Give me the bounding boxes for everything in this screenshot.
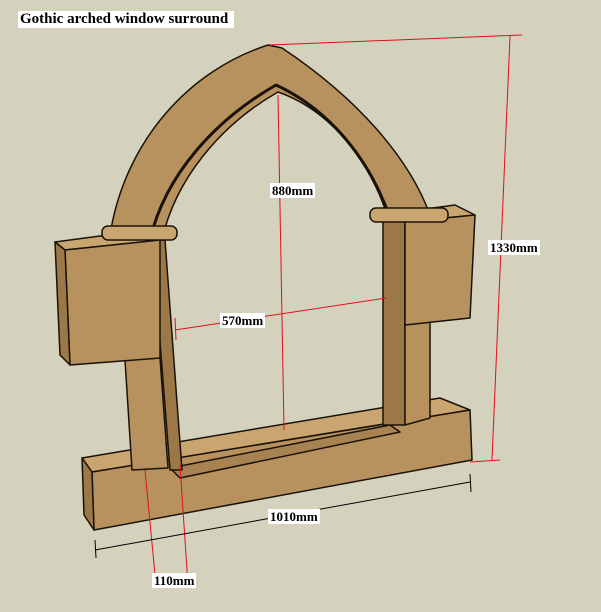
right-pillar — [382, 217, 406, 426]
left-block-end — [54, 241, 71, 366]
pillar-width-label: 110mm — [152, 573, 197, 588]
left-capital — [101, 225, 178, 241]
left-block-front — [64, 239, 161, 366]
left-pillar — [124, 357, 169, 471]
arch-moulding — [148, 83, 392, 241]
title-label: Gothic arched window surround — [18, 11, 235, 28]
right-capital — [369, 207, 449, 223]
sill — [169, 424, 401, 479]
overall-height-label: 1330mm — [488, 240, 540, 255]
inner-width-label: 570mm — [220, 313, 266, 328]
inner-height-label: 880mm — [270, 183, 316, 198]
base-end-face — [81, 457, 95, 531]
overall-width-label: 1010mm — [268, 509, 320, 524]
right-block-front — [404, 214, 476, 326]
